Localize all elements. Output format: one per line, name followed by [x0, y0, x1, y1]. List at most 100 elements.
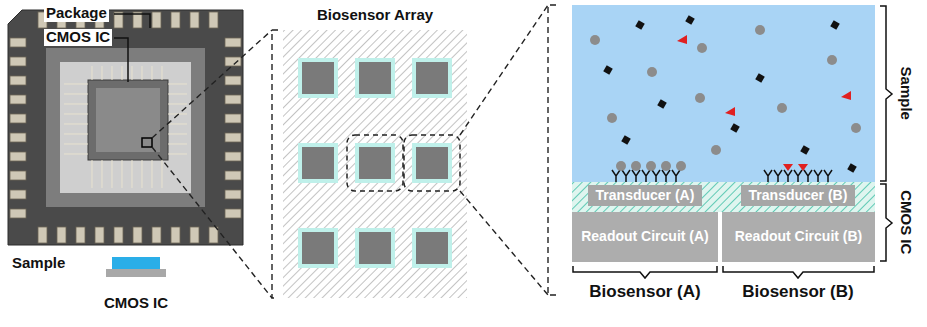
bond-wire	[162, 160, 163, 188]
package-pin	[133, 227, 142, 243]
package-ring	[46, 48, 205, 207]
bracket-label: Biosensor (B)	[740, 283, 855, 302]
sensor-cell	[357, 230, 393, 266]
sensor-cell	[357, 60, 393, 96]
callout-label: CMOS IC	[44, 29, 112, 46]
package-pin	[10, 152, 26, 161]
analyte-particles	[590, 15, 861, 173]
bond-wires	[64, 66, 187, 188]
callout-label: CMOS IC	[102, 295, 170, 312]
antibody	[774, 170, 782, 182]
bond-wire	[168, 154, 187, 155]
cmos-passivation	[572, 182, 875, 212]
package-pin	[114, 227, 123, 243]
package-pin	[225, 152, 241, 161]
bound-analyte-a	[676, 161, 686, 171]
bond-wire	[122, 160, 123, 188]
antibody	[814, 170, 822, 182]
analyte-a	[827, 55, 837, 65]
package-pin	[225, 76, 241, 85]
die-core	[96, 88, 160, 152]
bond-wire	[64, 114, 88, 115]
capture-probes	[612, 161, 832, 182]
antibody	[794, 170, 802, 182]
bound-analyte-a	[616, 161, 626, 171]
leader-line	[114, 14, 150, 28]
sample-region	[572, 5, 875, 182]
bond-wire	[122, 66, 123, 80]
bound-analyte-a	[631, 161, 641, 171]
interferent	[755, 73, 765, 83]
analyte-b	[677, 35, 687, 44]
readout-box: Readout Circuit (A)	[572, 212, 718, 262]
leader-line	[114, 38, 128, 82]
brace	[723, 266, 874, 278]
bond-wire	[142, 160, 143, 188]
package-pin	[10, 171, 26, 180]
package-pin	[225, 209, 241, 218]
bond-wire	[64, 94, 88, 95]
zoom-line	[460, 191, 548, 295]
package-pin	[225, 95, 241, 104]
antibody	[612, 170, 620, 182]
sensor-cell	[300, 230, 336, 266]
node-text: Transducer (A)	[596, 188, 695, 203]
bond-wire	[102, 66, 103, 80]
bound-analyte-b	[783, 164, 793, 171]
interferent	[635, 20, 645, 30]
analyte-a	[607, 113, 617, 123]
sensor-cell	[300, 145, 336, 181]
bond-wire	[92, 66, 93, 80]
zoom-bracket	[548, 5, 556, 295]
selection-box	[404, 135, 460, 191]
package-pin	[38, 227, 47, 243]
readout-box: Readout Circuit (B)	[722, 212, 875, 262]
section-heading: Biosensor Array	[283, 4, 467, 26]
zoom-line	[152, 30, 272, 138]
package-pin	[225, 114, 241, 123]
bond-wire	[152, 160, 153, 188]
package-pin	[225, 38, 241, 47]
bond-wire	[168, 144, 187, 145]
chip-package	[8, 10, 243, 245]
bond-wire	[64, 124, 88, 125]
sensor-cell	[414, 60, 450, 96]
bond-wire	[64, 134, 88, 135]
package-pin	[10, 95, 26, 104]
interferent	[800, 145, 810, 155]
bond-wire	[112, 160, 113, 188]
interferent	[847, 163, 857, 173]
brace	[880, 6, 892, 181]
bond-wire	[168, 104, 187, 105]
package-pin	[95, 227, 104, 243]
antibody	[804, 170, 812, 182]
sensor-cell	[357, 145, 393, 181]
bond-wire	[162, 66, 163, 80]
cmos-die	[88, 80, 168, 160]
sensor-cell	[414, 230, 450, 266]
interferent	[657, 99, 667, 109]
package-pin	[76, 227, 85, 243]
analyte-a	[755, 25, 765, 35]
selection-box	[347, 135, 403, 191]
package-cavity	[60, 62, 191, 193]
package-pin	[10, 57, 26, 66]
package-pin	[225, 133, 241, 142]
package-pins	[10, 12, 241, 243]
package-pin	[171, 12, 180, 28]
bond-wire	[132, 160, 133, 188]
interferent	[621, 135, 631, 145]
analyte-b	[725, 107, 735, 116]
package-pin	[190, 227, 199, 243]
zoom-marker	[142, 138, 152, 147]
brace	[573, 266, 717, 278]
zoom-line	[460, 5, 548, 135]
bond-wire	[64, 104, 88, 105]
callout-label: Sample	[10, 255, 67, 272]
bond-wire	[92, 160, 93, 188]
package-pin	[10, 133, 26, 142]
bound-analyte-b	[798, 164, 808, 171]
antibody	[642, 170, 650, 182]
